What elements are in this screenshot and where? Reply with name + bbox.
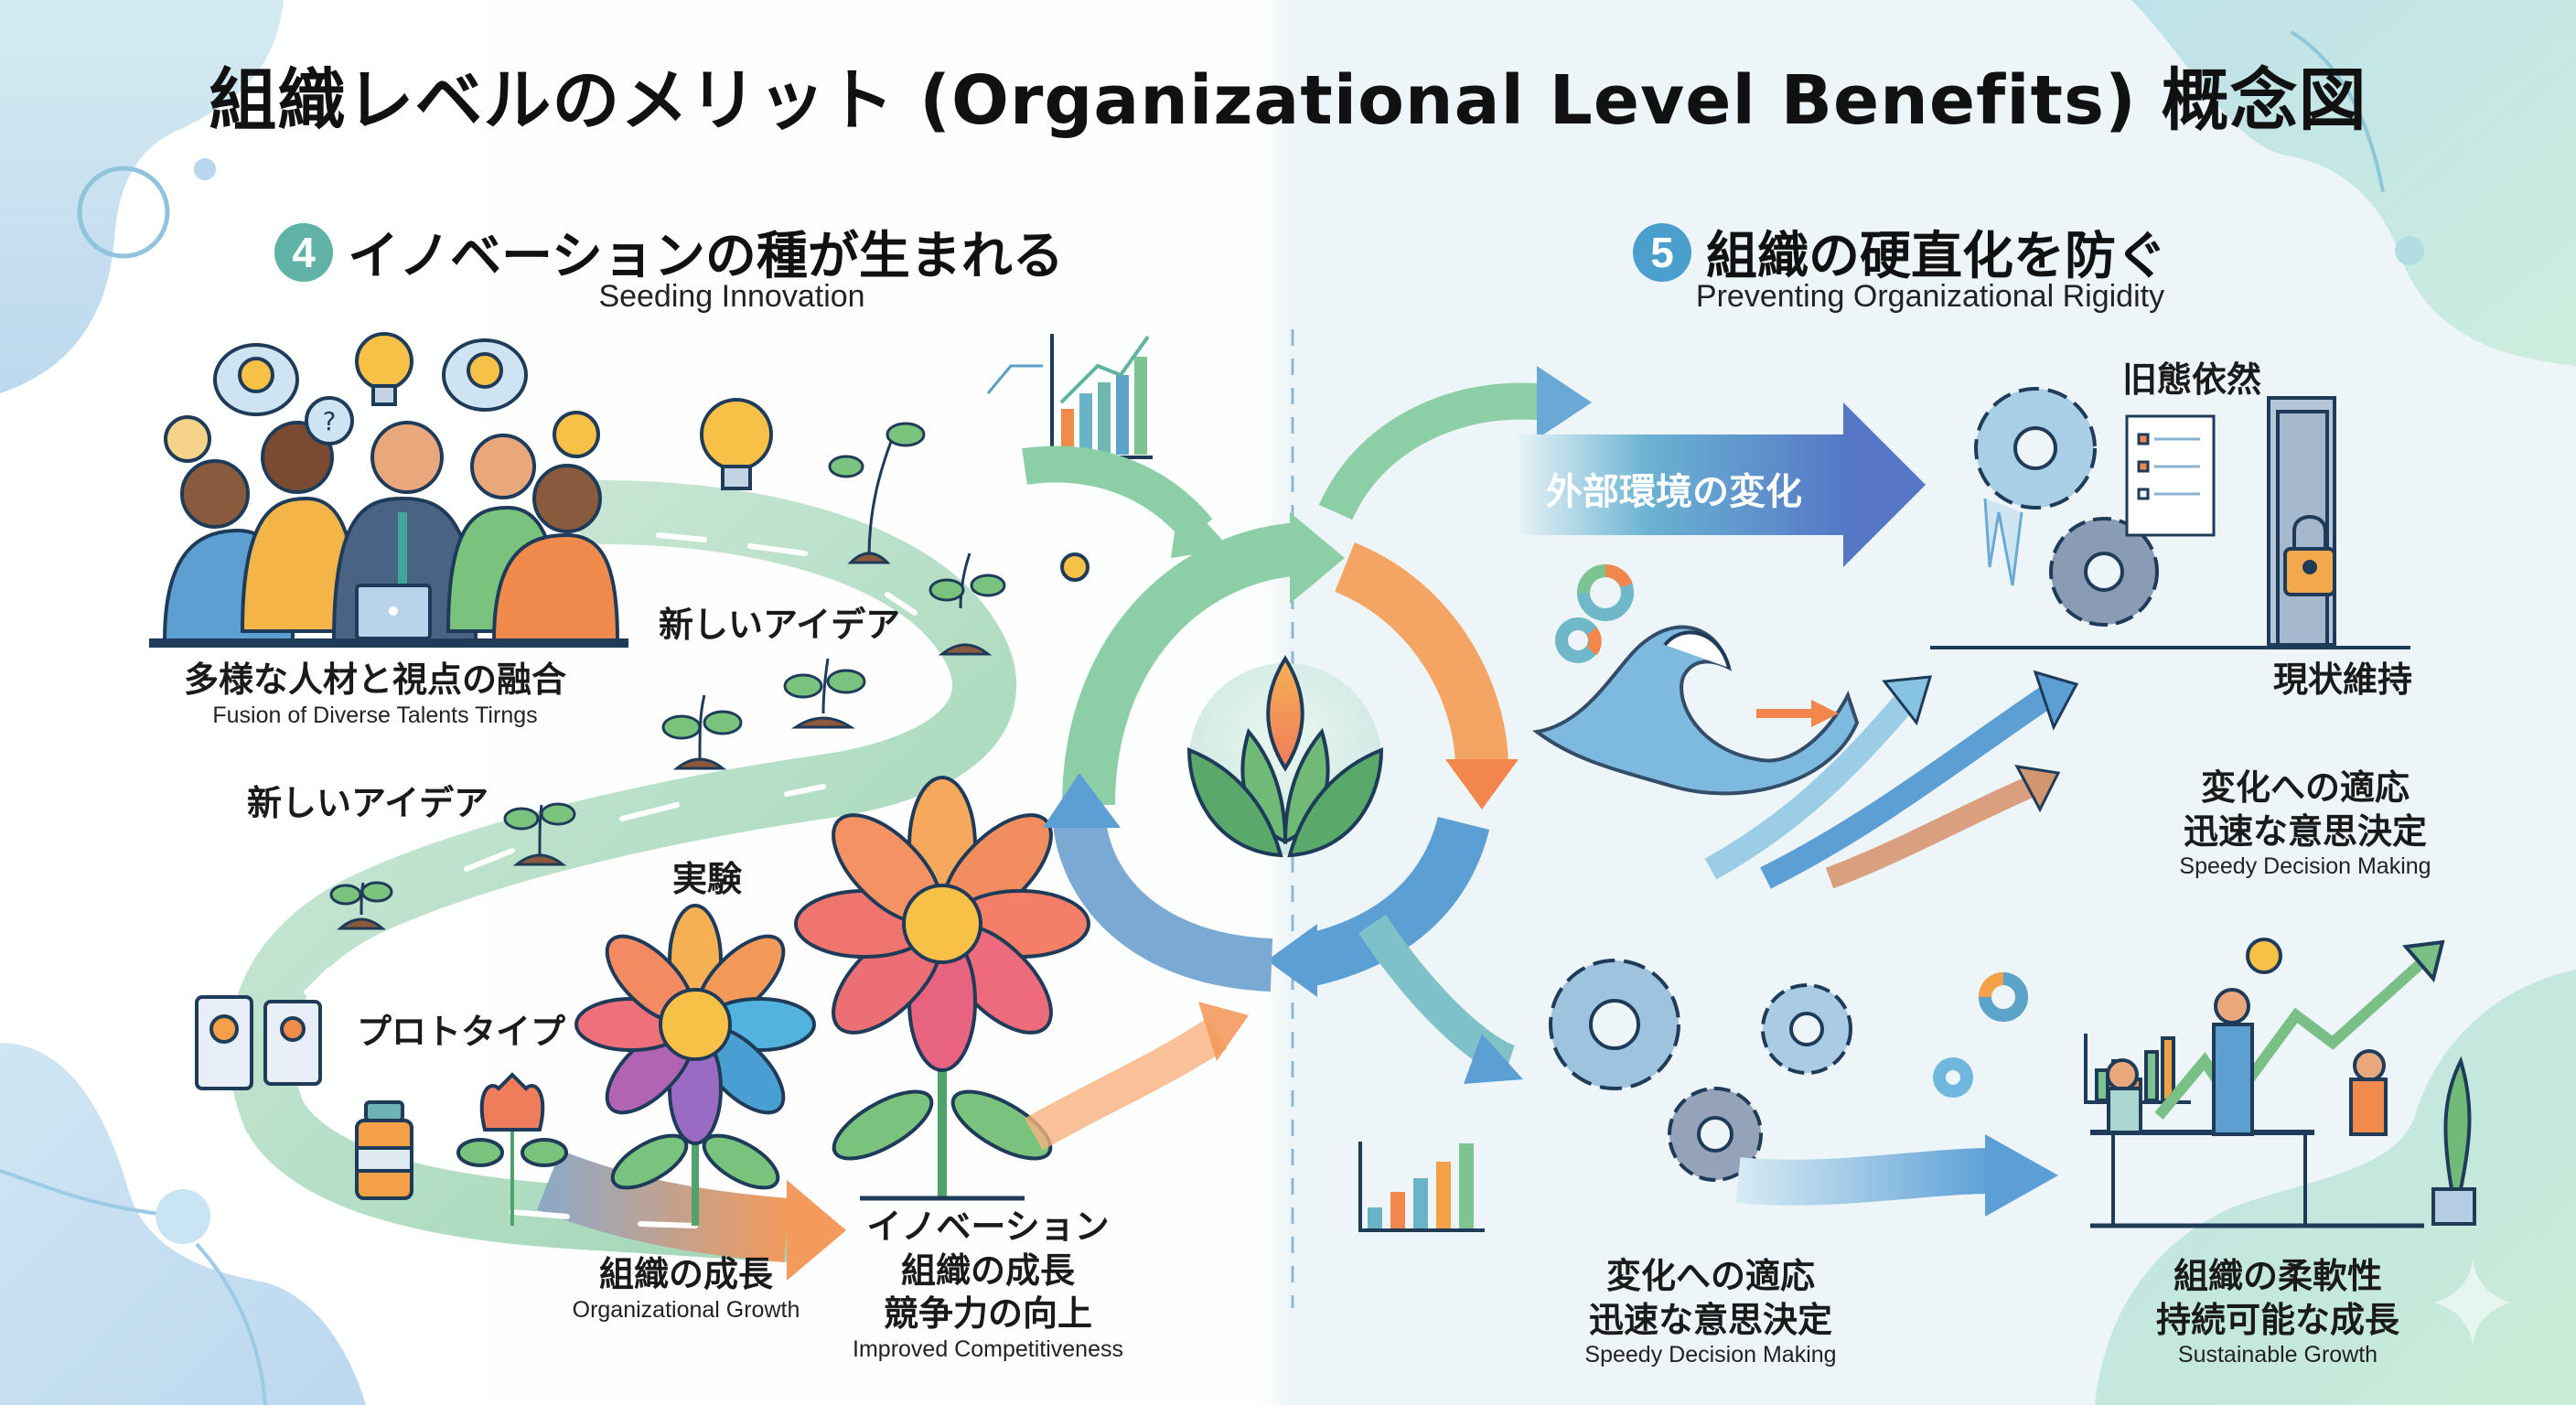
bottle-icon — [355, 1100, 413, 1200]
wave-icon — [1532, 625, 1860, 796]
flower-icon — [794, 776, 1090, 1201]
new-idea-label: 新しいアイデア — [247, 783, 489, 823]
document-icon — [195, 995, 322, 1090]
section-4-subtitle: Seeding Innovation — [598, 279, 865, 314]
frozen-gear-icon — [1974, 387, 2097, 586]
page-title: 組織レベルのメリット (Organizational Level Benefit… — [209, 61, 2367, 140]
speedy-decision-label: 変化への適応 迅速な意思決定 Speedy Decision Making — [1584, 1256, 1837, 1367]
plant-pot-icon — [2431, 1056, 2476, 1226]
external-change-arrow — [1519, 402, 1926, 567]
external-change-label: 外部環境の変化 — [1546, 471, 1802, 513]
new-idea-label: 新しいアイデア — [659, 605, 901, 645]
ring-top-left — [77, 166, 170, 259]
bar-chart-icon — [986, 334, 1153, 459]
innovation-path — [229, 480, 1017, 1281]
old-ways-label: 旧態依然 — [2122, 359, 2262, 400]
speedy-decision-label: 変化への適応 迅速な意思決定 Speedy Decision Making — [2179, 767, 2431, 879]
lotus-icon — [1186, 655, 1384, 858]
dot-top-left — [194, 158, 216, 180]
gear-icon — [2049, 517, 2159, 627]
tulip-icon — [456, 1072, 568, 1226]
lightbulb-icon — [164, 332, 1089, 582]
flow-arrow — [1735, 1148, 1995, 1206]
org-growth-label: 組織の成長 Organizational Growth — [572, 1254, 800, 1323]
team-table-icon — [2084, 938, 2445, 1228]
blob-top-left — [0, 0, 284, 393]
checklist-icon — [2125, 414, 2216, 537]
path-arrowhead — [787, 1180, 846, 1281]
cycle-arrows-icon — [1022, 366, 1592, 1084]
section-5-subtitle: Preventing Organizational Rigidity — [1695, 279, 2165, 314]
org-flexibility-label: 組織の柔軟性 持続可能な成長 Sustainable Growth — [2155, 1256, 2399, 1367]
section-5-title: 組織の硬直化を防ぐ — [1706, 227, 2167, 286]
section-4-header: 4 イノベーションの種が生まれる — [274, 215, 1064, 289]
status-quo-label: 現状維持 — [2273, 660, 2413, 700]
door-icon — [2267, 396, 2336, 647]
people-meeting-icon — [149, 421, 628, 648]
innovation-result-label: イノベーション 組織の成長 競争力の向上 Improved Competitiv… — [853, 1207, 1123, 1362]
bar-chart-icon — [1358, 1142, 1485, 1232]
trend-arrow-icon — [1704, 670, 2079, 889]
sparkle-icon — [2434, 1260, 2511, 1346]
section-4-title: イノベーションの種が生まれる — [348, 227, 1064, 286]
flower-icon — [574, 904, 816, 1226]
prototype-label: プロトタイプ — [357, 1012, 566, 1052]
blob-bottom-left — [0, 1043, 366, 1405]
lock-icon — [2283, 515, 2336, 596]
section-5-header: 5 組織の硬直化を防ぐ — [1633, 215, 2167, 289]
section-5-badge: 5 — [1633, 222, 1691, 282]
svg-text:?: ? — [323, 406, 337, 436]
gear-icon — [1549, 959, 1973, 1182]
donut-chart-icon — [1555, 564, 2028, 1022]
blob-top-right — [2131, 0, 2576, 366]
diverse-talent-label: 多様な人材と視点の融合 Fusion of Diverse Talents Ti… — [183, 660, 566, 728]
section-4-badge: 4 — [274, 222, 333, 282]
experiment-label: 実験 — [672, 859, 743, 899]
sprout-icon — [329, 422, 1006, 930]
